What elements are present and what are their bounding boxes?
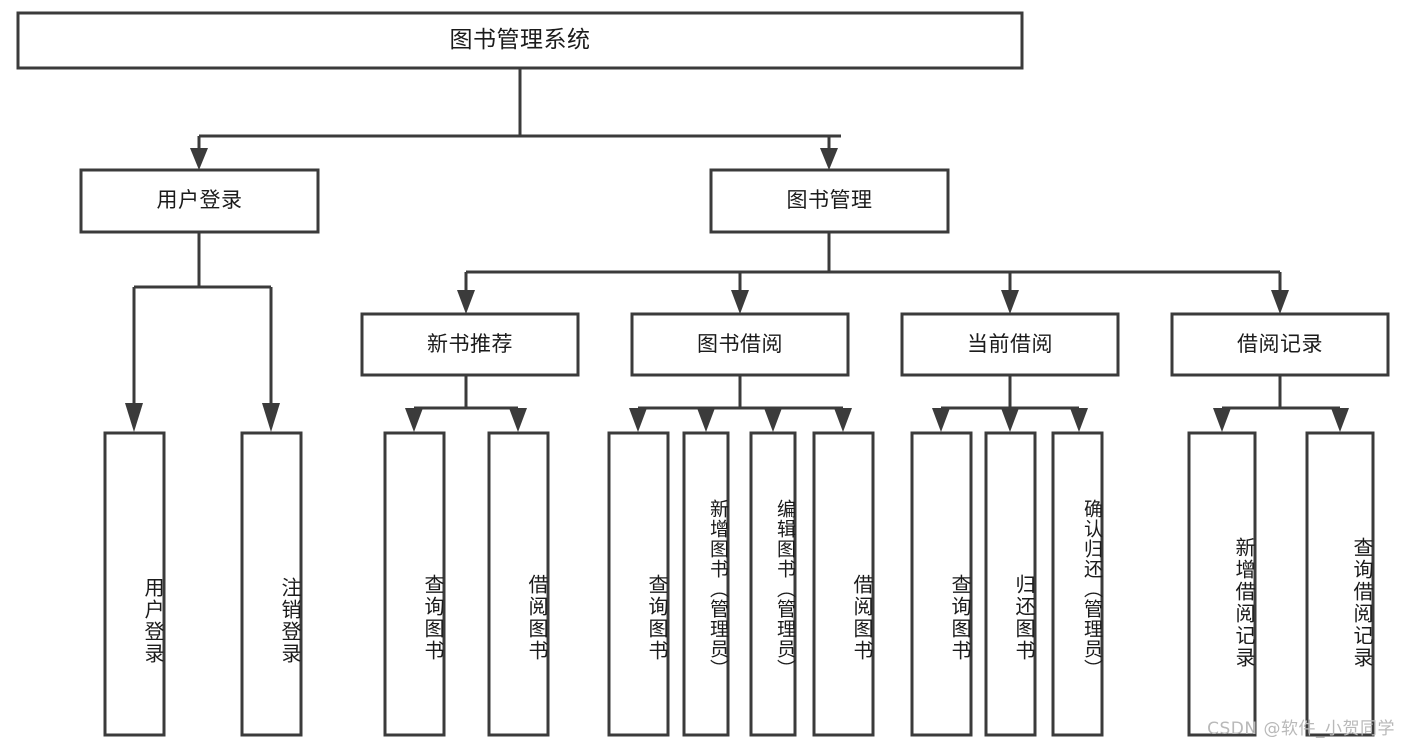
arrow-head-new-book — [457, 290, 475, 314]
arrow-head-leaf-edit-book — [764, 408, 782, 432]
node-box-leaf-add-record[interactable] — [1187, 431, 1257, 737]
node-box-leaf-logout[interactable] — [240, 431, 303, 737]
arrow-head-leaf-add-record — [1213, 408, 1231, 432]
node-box-root[interactable] — [16, 11, 1024, 70]
node-box-leaf-query-book-1[interactable] — [383, 431, 446, 737]
node-box-leaf-add-book[interactable] — [682, 431, 730, 737]
node-box-leaf-query-record[interactable] — [1305, 431, 1375, 737]
edge-group-user-login — [125, 232, 280, 432]
node-box-current[interactable] — [900, 312, 1120, 377]
edge-group-root — [190, 68, 841, 170]
edge-group-borrow — [629, 375, 852, 432]
node-box-leaf-edit-book[interactable] — [749, 431, 797, 737]
arrow-head-leaf-query-book-3 — [932, 408, 950, 432]
arrow-head-user-login — [190, 148, 208, 170]
node-box-leaf-query-book-3[interactable] — [910, 431, 973, 737]
node-box-user-login[interactable] — [79, 168, 320, 234]
edge-group-book-mgmt — [457, 232, 1289, 314]
edge-group-record — [1213, 375, 1349, 432]
arrow-head-leaf-add-book — [697, 408, 715, 432]
node-box-leaf-borrow-book-2[interactable] — [812, 431, 875, 737]
node-box-record[interactable] — [1170, 312, 1390, 377]
arrow-head-leaf-return-book — [1001, 408, 1019, 432]
node-box-new-book[interactable] — [360, 312, 580, 377]
arrow-head-borrow — [731, 290, 749, 314]
node-box-leaf-return-book[interactable] — [984, 431, 1037, 737]
csdn-watermark: CSDN @软件_小贺同学 — [1207, 719, 1395, 739]
node-box-borrow[interactable] — [630, 312, 850, 377]
arrow-head-leaf-query-record — [1331, 408, 1349, 432]
node-box-leaf-borrow-book-1[interactable] — [487, 431, 550, 737]
arrow-head-leaf-query-book-2 — [629, 408, 647, 432]
arrow-head-book-mgmt — [820, 148, 838, 170]
arrow-head-leaf-logout — [262, 403, 280, 432]
edge-group-current — [932, 375, 1088, 432]
arrow-head-leaf-user-login — [125, 403, 143, 432]
arrow-head-leaf-borrow-book-1 — [509, 408, 527, 432]
node-box-leaf-user-login[interactable] — [103, 431, 166, 737]
node-box-leaf-query-book-2[interactable] — [607, 431, 670, 737]
arrow-head-record — [1271, 290, 1289, 314]
edge-group-new-book — [405, 375, 527, 432]
node-box-book-mgmt[interactable] — [709, 168, 950, 234]
arrow-head-current — [1001, 290, 1019, 314]
arrow-head-leaf-confirm-return — [1070, 408, 1088, 432]
arrow-head-leaf-borrow-book-2 — [834, 408, 852, 432]
arrow-head-leaf-query-book-1 — [405, 408, 423, 432]
node-box-leaf-confirm-return[interactable] — [1051, 431, 1104, 737]
